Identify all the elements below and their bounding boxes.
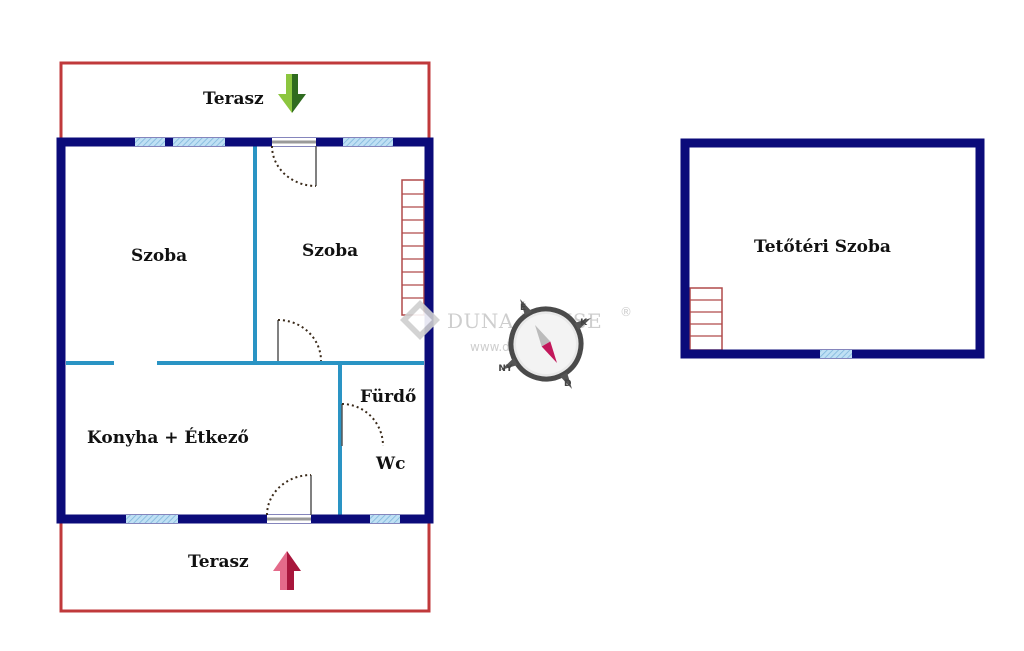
door-bottom-entrance: [266, 474, 312, 516]
ground-floor-outer-wall: [56, 137, 434, 524]
label-wc: Wc: [375, 454, 405, 474]
watermark-registered: ®: [620, 305, 632, 319]
compass-east: K: [580, 318, 588, 328]
door-bathroom: [341, 403, 384, 447]
compass-north: É: [520, 301, 526, 313]
label-terrace-bottom: Terasz: [188, 552, 249, 572]
compass-west: NY: [498, 364, 513, 374]
door-room-right: [277, 319, 322, 362]
label-terrace-top: Terasz: [203, 89, 264, 109]
stairs-ground: [401, 179, 425, 316]
label-attic-room: Tetőtéri Szoba: [754, 237, 891, 257]
entrance-arrow-up-icon: [273, 551, 301, 590]
stairs-attic: [689, 287, 723, 351]
compass-icon: É D K NY: [498, 298, 592, 389]
label-kitchen: Konyha + Étkező: [87, 427, 249, 448]
interior-walls: [66, 142, 424, 516]
label-room-left: Szoba: [131, 246, 187, 266]
label-room-right: Szoba: [302, 241, 358, 261]
door-top-entrance: [271, 145, 317, 187]
compass-south: D: [564, 379, 571, 389]
entrance-arrow-down-icon: [278, 74, 306, 113]
label-bathroom: Fürdő: [360, 387, 416, 407]
